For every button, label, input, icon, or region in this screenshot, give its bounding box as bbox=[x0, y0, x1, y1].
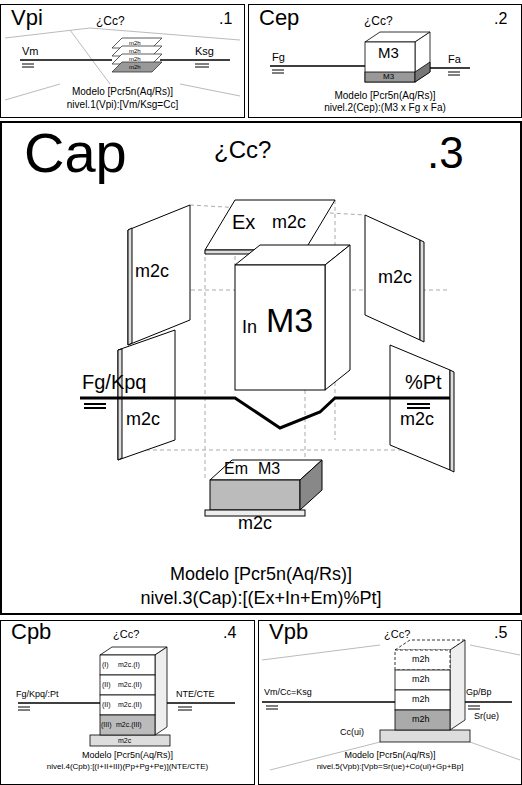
question-label: ¿Cc? bbox=[384, 629, 410, 640]
part-label: m2c bbox=[238, 514, 272, 532]
part-label: m2h bbox=[129, 48, 141, 54]
part-label: m2c bbox=[126, 410, 160, 428]
model-caption: Modelo [Pcr5n(Aq/Rs)] bbox=[1, 751, 254, 760]
panel-box: Cep .2 ¿Cc? Modelo [Pcr5n(Aq/Rs)] nivel.2(Ce… bbox=[248, 4, 522, 118]
part-label: In bbox=[242, 318, 257, 336]
panel-number: .2 bbox=[494, 11, 507, 27]
panel-title: Cap bbox=[24, 125, 127, 181]
part-label: Cc(ui) bbox=[340, 728, 364, 737]
model-caption: nivel.2(Cep):(M3 x Fg x Fa) bbox=[249, 103, 521, 113]
part-label: m2h bbox=[129, 64, 141, 70]
part-label: M3 bbox=[378, 45, 399, 60]
panel-title: Vpb bbox=[269, 621, 308, 643]
part-label: (III) bbox=[101, 721, 112, 728]
question-label: ¿Cc? bbox=[113, 629, 139, 640]
part-label: M3 bbox=[258, 461, 280, 477]
part-label: Fg bbox=[272, 52, 285, 63]
part-label: m2h bbox=[412, 715, 430, 724]
part-label: m2h bbox=[129, 56, 141, 62]
question-label: ¿Cc? bbox=[96, 15, 125, 27]
panel-box: Cap .3 ¿Cc? Modelo [Pcr5n(Aq/Rs)] nivel.3(Ca… bbox=[0, 121, 522, 615]
panel-number: .1 bbox=[219, 11, 232, 27]
model-caption: nivel.1(Vpi):[Vm/Ksg=Cc] bbox=[1, 100, 244, 110]
part-label: Vm bbox=[22, 46, 39, 57]
part-label: (II) bbox=[102, 701, 111, 708]
panel-title: Cpb bbox=[11, 621, 51, 643]
model-caption: nivel.4(Cpb):[(I+II+III)(Pp+Pg+Pe)](NTE/… bbox=[1, 763, 254, 771]
part-label: Fg/Kpq/:Pt bbox=[16, 690, 59, 699]
part-label: %Pt bbox=[405, 372, 442, 392]
part-label: Ksg bbox=[195, 46, 214, 57]
panel-number: .3 bbox=[427, 131, 464, 175]
panel-title: Cep bbox=[259, 7, 299, 29]
part-label: Fa bbox=[448, 54, 461, 65]
panel-box: Vpi .1 ¿Cc? Modelo [Pcr5n(Aq/Rs)] nivel.1(Vp… bbox=[0, 4, 245, 118]
part-label: Fg/Kpq bbox=[82, 372, 146, 392]
model-caption: Modelo [Pcr5n(Aq/Rs)] bbox=[2, 565, 520, 583]
part-label: (II) bbox=[102, 681, 111, 688]
part-label: M3 bbox=[266, 303, 313, 337]
panel-title: Vpi bbox=[11, 7, 43, 29]
part-label: m2h bbox=[412, 695, 430, 704]
part-label: m2h bbox=[129, 40, 141, 46]
part-label: m2c.(II) bbox=[118, 681, 142, 688]
part-label: M3 bbox=[383, 73, 394, 81]
part-label: NTE/CTE bbox=[176, 690, 215, 699]
part-label: Gp/Bp bbox=[466, 688, 492, 697]
question-label: ¿Cc? bbox=[214, 138, 271, 162]
part-label: m2c bbox=[135, 262, 169, 280]
part-label: m2c.(II) bbox=[118, 701, 142, 708]
model-caption: nivel.3(Cap):[(Ex+In+Em)%Pt] bbox=[2, 589, 520, 607]
model-caption: nivel.5(Vpb):[Vpb=Sr(ue)+Co(ui)+Gp+Bp] bbox=[259, 763, 521, 771]
panel-number: .4 bbox=[223, 625, 236, 641]
part-label: m2c bbox=[400, 410, 434, 428]
part-label: m2h bbox=[412, 655, 430, 664]
part-label: m2c.(III) bbox=[116, 721, 142, 728]
part-label: m2c.(I) bbox=[118, 661, 140, 668]
part-label: m2c bbox=[272, 213, 306, 231]
part-label: Vm/Cc=Ksg bbox=[264, 688, 312, 697]
part-label: Ex bbox=[232, 212, 255, 232]
part-label: m2h bbox=[412, 675, 430, 684]
panel-box: Vpb .5 ¿Cc? Modelo [Pcr5n(Aq/Rs)] nivel.5(Vp… bbox=[258, 620, 522, 785]
part-label: Em bbox=[224, 461, 248, 477]
question-label: ¿Cc? bbox=[364, 15, 393, 27]
model-caption: Modelo [Pcr5n(Aq/Rs)] bbox=[1, 87, 244, 97]
part-label: (I) bbox=[102, 661, 109, 668]
part-label: Sr(ue) bbox=[474, 712, 499, 721]
part-label: m2c bbox=[118, 737, 131, 744]
model-caption: Modelo [Pcr5n(Aq/Rs)] bbox=[259, 751, 521, 760]
panel-number: .5 bbox=[494, 625, 507, 641]
model-caption: Modelo [Pcr5n(Aq/Rs)] bbox=[249, 91, 521, 101]
part-label: m2c bbox=[378, 268, 412, 286]
